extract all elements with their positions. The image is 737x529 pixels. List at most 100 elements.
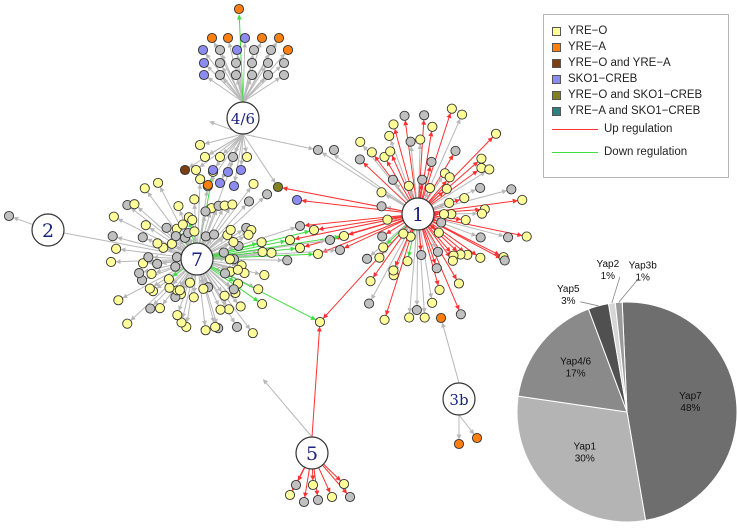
target-gene-node bbox=[207, 164, 219, 176]
target-gene-node bbox=[294, 242, 306, 254]
target-gene-node bbox=[435, 312, 447, 324]
regulation-edge bbox=[242, 66, 281, 103]
target-gene-node bbox=[328, 144, 340, 156]
target-gene-node bbox=[210, 321, 221, 332]
target-gene-node bbox=[153, 177, 164, 188]
target-gene-node bbox=[200, 231, 211, 242]
target-gene-node bbox=[278, 57, 290, 69]
target-gene-node bbox=[256, 237, 267, 248]
target-gene-node bbox=[379, 314, 390, 325]
target-gene-node bbox=[214, 69, 226, 81]
regulation-edge bbox=[242, 133, 314, 151]
legend-label: YRE−O bbox=[568, 25, 608, 37]
target-gene-node bbox=[163, 274, 174, 285]
legend-label: YRE−A and SKO1−CREB bbox=[568, 105, 701, 117]
target-gene-node bbox=[139, 183, 150, 194]
target-gene-node bbox=[476, 153, 487, 164]
target-gene-node bbox=[427, 121, 438, 132]
regulation-edge bbox=[242, 66, 266, 103]
target-gene-node bbox=[490, 128, 502, 139]
target-gene-node bbox=[227, 199, 238, 210]
target-gene-node bbox=[129, 199, 140, 210]
target-gene-node bbox=[344, 491, 356, 503]
target-gene-node bbox=[230, 69, 242, 81]
target-gene-node bbox=[334, 244, 346, 256]
target-gene-node bbox=[137, 232, 148, 243]
legend-swatch bbox=[552, 58, 561, 68]
target-gene-node bbox=[419, 312, 430, 323]
regulation-edge bbox=[196, 226, 296, 260]
target-gene-node bbox=[398, 228, 409, 239]
pie-slice-percent: 3% bbox=[561, 296, 576, 307]
legend-line-down-regulation: Down regulation bbox=[552, 146, 687, 158]
up-regulation-edge bbox=[311, 326, 322, 438]
regulation-edge bbox=[242, 79, 252, 103]
target-gene-node bbox=[521, 231, 532, 242]
target-gene-node bbox=[108, 211, 119, 222]
target-gene-node bbox=[361, 253, 373, 264]
target-gene-node bbox=[202, 179, 214, 191]
pie-slice-percent: 48% bbox=[680, 403, 700, 414]
target-gene-node bbox=[282, 44, 294, 56]
up-regulation-edge bbox=[417, 136, 493, 215]
pie-slice-name: Yap1 bbox=[573, 441, 596, 452]
hub-label-1: 1 bbox=[412, 204, 424, 226]
target-gene-node bbox=[307, 479, 319, 491]
hub-label-4-6: 4/6 bbox=[231, 110, 255, 128]
target-gene-node bbox=[388, 119, 399, 130]
target-gene-node bbox=[427, 297, 438, 308]
target-gene-node bbox=[228, 284, 239, 295]
target-gene-node bbox=[262, 189, 273, 200]
target-gene-node bbox=[460, 215, 471, 226]
target-gene-node bbox=[232, 264, 243, 275]
target-gene-node bbox=[426, 156, 437, 167]
target-gene-node bbox=[197, 44, 209, 56]
regulation-edge bbox=[233, 133, 244, 182]
pie-slice-name: Yap5 bbox=[557, 284, 580, 295]
regulation-edge bbox=[242, 78, 265, 103]
regulation-edge bbox=[242, 133, 248, 153]
target-gene-node bbox=[219, 268, 231, 279]
pie-slice-name: Yap3b bbox=[629, 260, 658, 271]
legend-label: Up regulation bbox=[604, 123, 673, 135]
target-gene-node bbox=[3, 210, 15, 222]
target-gene-node bbox=[214, 177, 226, 189]
legend-label: YRE−A bbox=[568, 41, 607, 53]
target-gene-node bbox=[247, 328, 258, 339]
target-gene-node bbox=[170, 231, 181, 242]
up-regulation-edge bbox=[282, 186, 419, 215]
target-gene-node bbox=[415, 134, 426, 145]
target-gene-node bbox=[188, 292, 199, 303]
target-gene-node bbox=[476, 208, 488, 219]
target-gene-node bbox=[225, 224, 236, 235]
target-gene-node bbox=[284, 234, 296, 246]
target-gene-node bbox=[471, 432, 483, 444]
legend-line-swatch bbox=[552, 151, 598, 153]
target-gene-node bbox=[194, 139, 206, 151]
target-gene-node bbox=[374, 252, 385, 263]
target-gene-node bbox=[503, 232, 514, 243]
legend-swatch bbox=[552, 42, 561, 52]
target-gene-node bbox=[253, 284, 264, 295]
regulation-edge bbox=[239, 133, 245, 166]
target-gene-node bbox=[195, 174, 206, 185]
target-gene-node bbox=[111, 243, 122, 254]
regulation-edge bbox=[242, 133, 276, 184]
target-gene-node bbox=[235, 164, 247, 176]
target-gene-node bbox=[189, 194, 200, 205]
regulation-edge bbox=[222, 66, 244, 103]
target-gene-node bbox=[436, 217, 447, 228]
target-gene-node bbox=[113, 295, 124, 306]
target-gene-node bbox=[228, 180, 240, 192]
target-gene-node bbox=[239, 32, 251, 44]
target-gene-node bbox=[206, 32, 218, 44]
target-gene-node bbox=[246, 69, 258, 81]
target-gene-node bbox=[122, 318, 133, 329]
target-gene-node bbox=[214, 151, 226, 163]
target-gene-node bbox=[214, 44, 226, 56]
target-gene-node bbox=[177, 219, 188, 230]
target-gene-node bbox=[230, 57, 242, 69]
legend-item-yre-a-and-sko1-creb: YRE−A and SKO1−CREB bbox=[552, 104, 700, 118]
target-gene-node bbox=[382, 214, 393, 225]
target-gene-node bbox=[354, 154, 365, 165]
